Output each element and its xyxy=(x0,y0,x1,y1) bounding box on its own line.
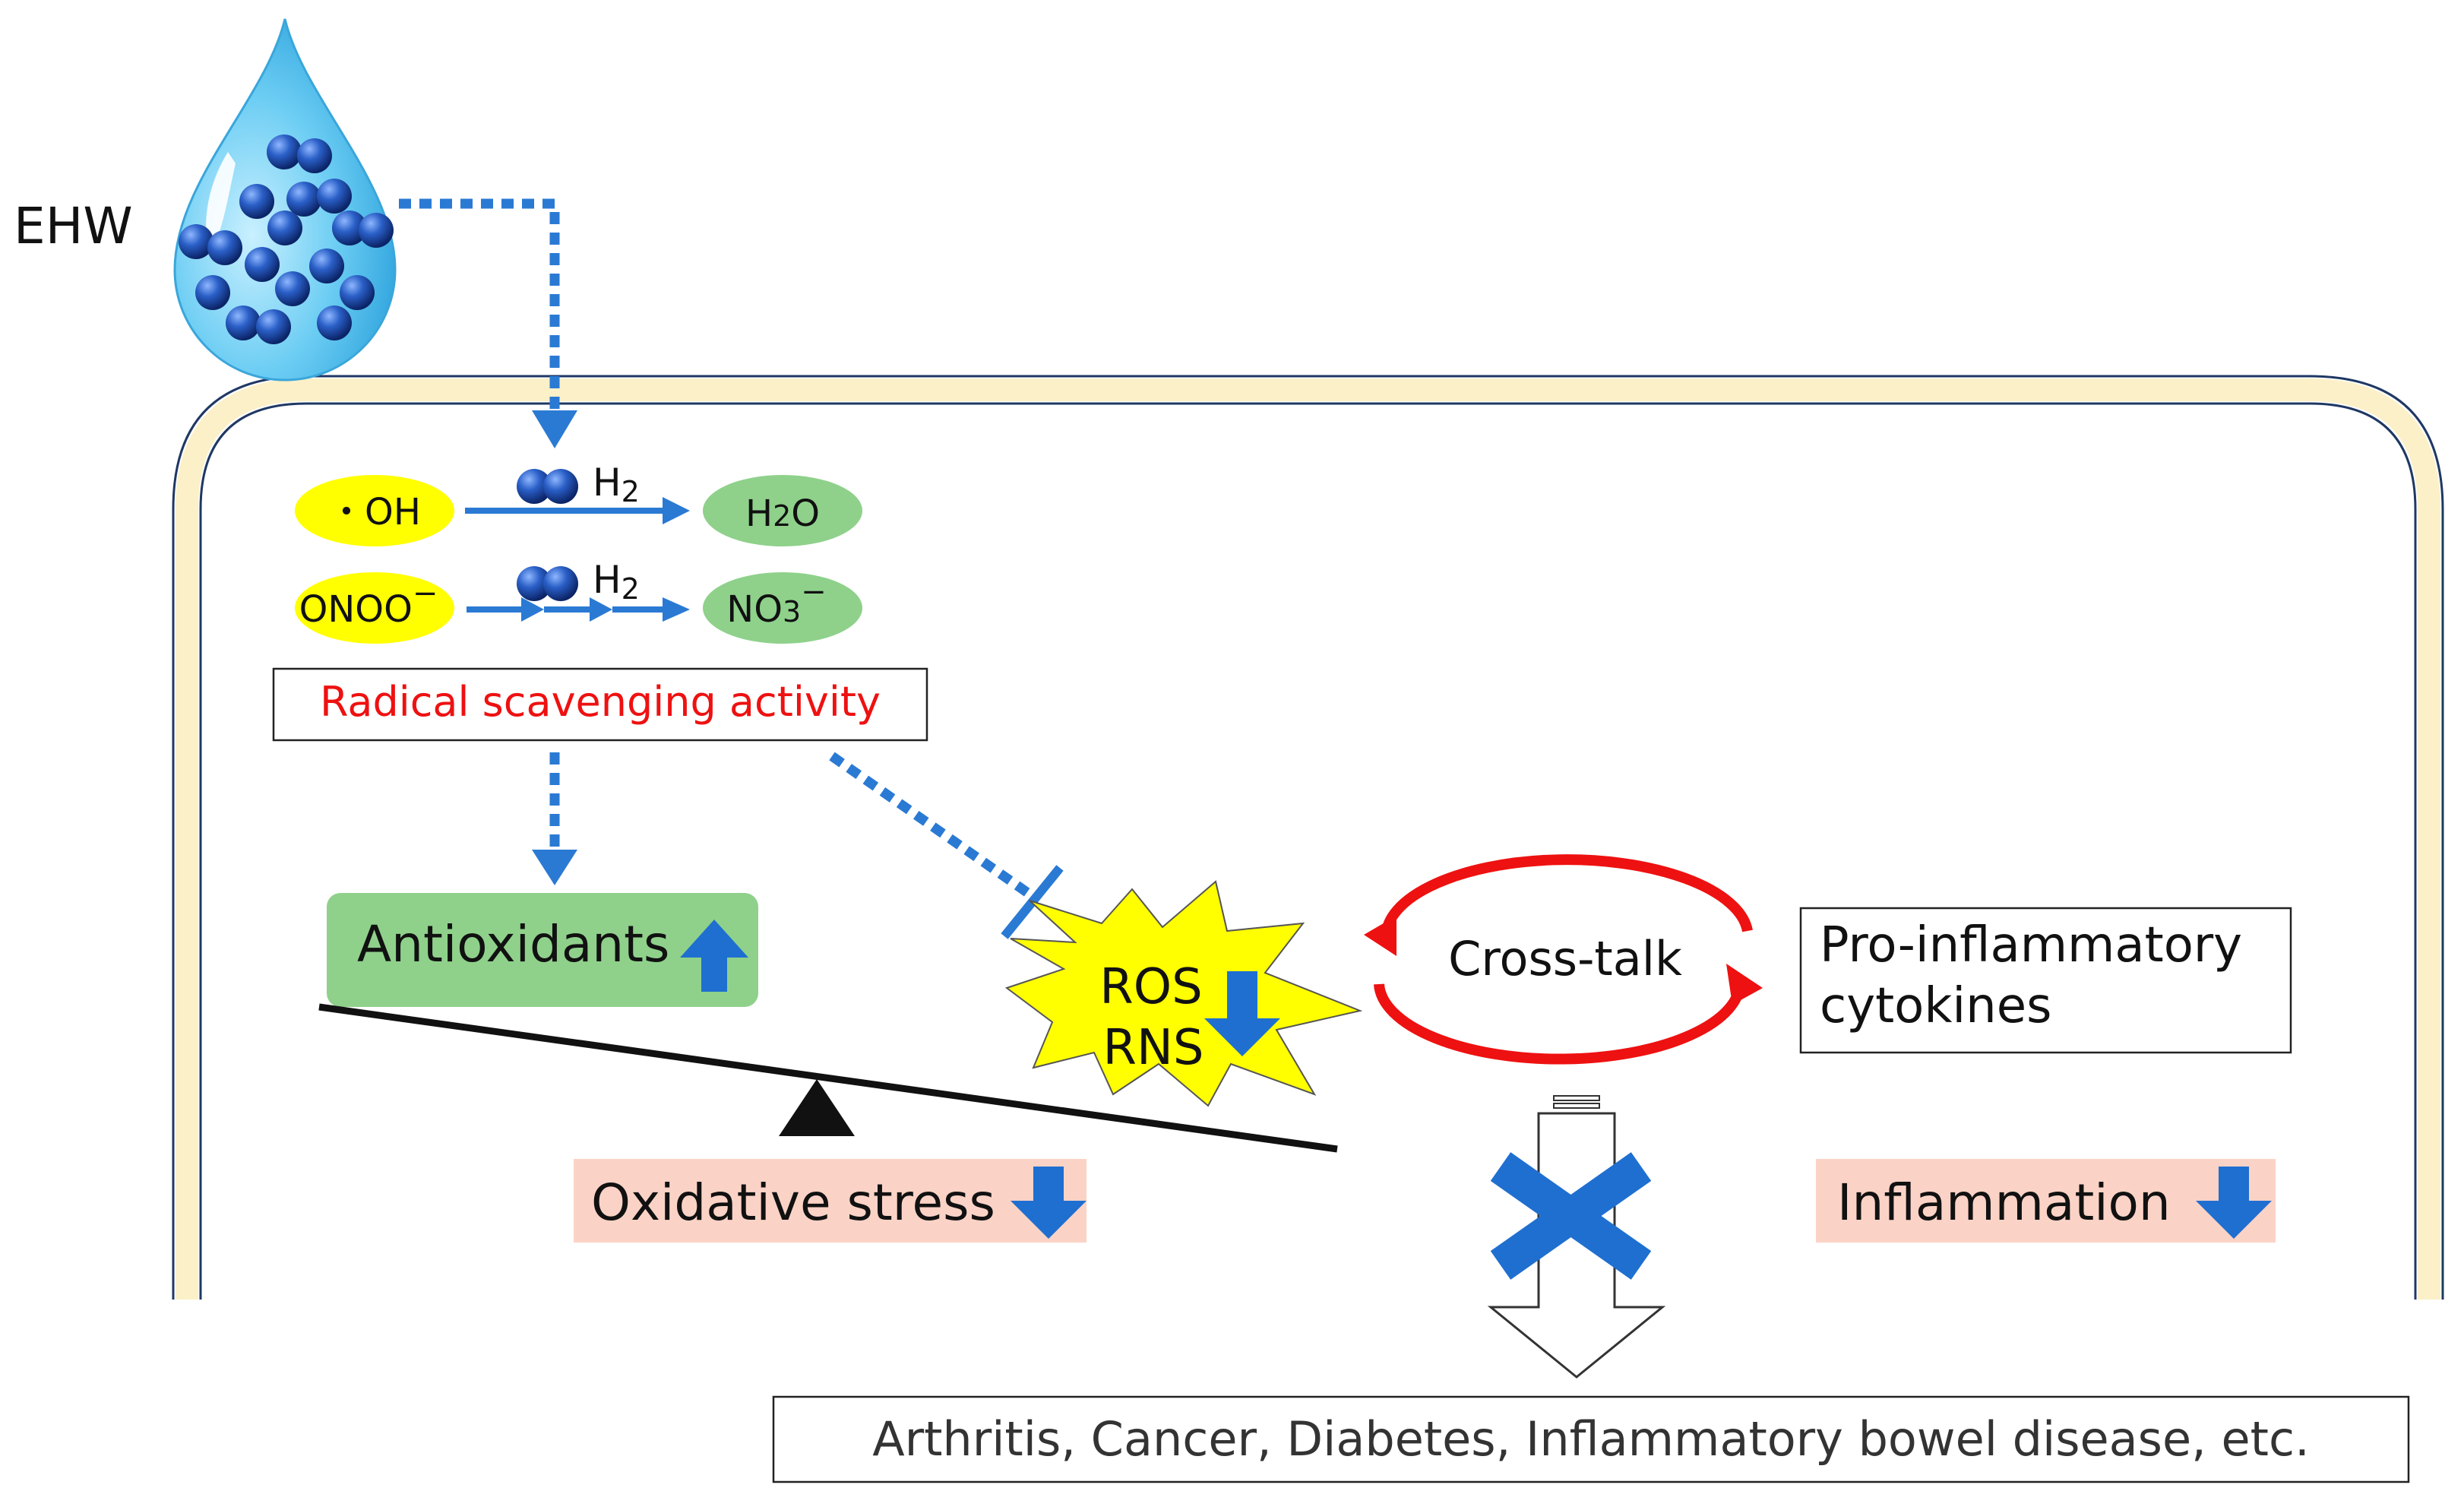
inflammation-box: Inflammation xyxy=(1816,1159,2276,1243)
increase-arrow-icon xyxy=(680,920,748,992)
peroxynitrite-oval xyxy=(295,572,454,644)
cross-talk-label: Cross-talk xyxy=(1448,931,1682,986)
scavenging-inhibits-ros xyxy=(829,752,1064,939)
oxidative-stress-label: Oxidative stress xyxy=(591,1173,995,1232)
scavenging-to-antioxidants-arrow xyxy=(532,752,577,885)
cytokines-line1: Pro-inflammatory xyxy=(1820,917,2242,974)
diseases-box: Arthritis, Cancer, Diabetes, Inflammator… xyxy=(772,1395,2410,1483)
oxidative-stress-box: Oxidative stress xyxy=(574,1159,1087,1243)
cytokines-line2: cytokines xyxy=(1820,978,2051,1034)
cross-talk-cycle: Cross-talk xyxy=(1364,854,1763,1065)
cell-membrane xyxy=(172,375,2444,1300)
radical-scavenging-box: Radical scavenging activity xyxy=(272,667,928,742)
cytokines-box: Pro-inflammatory cytokines xyxy=(1799,907,2292,1054)
peroxynitrite-label: ONOO− xyxy=(299,576,438,631)
antioxidants-label: Antioxidants xyxy=(357,915,669,974)
decrease-arrow-icon xyxy=(1204,971,1280,1056)
reaction-peroxynitrite: ONOO− H2 NO3− xyxy=(295,558,862,644)
ehw-label: EHW xyxy=(14,197,133,255)
radical-scavenging-label: Radical scavenging activity xyxy=(320,678,881,726)
decrease-arrow-icon xyxy=(2196,1167,2272,1239)
decrease-arrow-icon xyxy=(1011,1167,1087,1239)
rns-label: RNS xyxy=(1103,1020,1204,1076)
stepwise-arrow xyxy=(467,597,690,622)
fulcrum-icon xyxy=(779,1079,855,1136)
ros-label: ROS xyxy=(1099,959,1202,1015)
reaction-hydroxyl: ・OH H2 H2O xyxy=(295,461,862,546)
hydrogen-pair-icon xyxy=(517,566,578,601)
catalyst-h2-label: H2 xyxy=(593,461,640,508)
hydroxyl-label: ・OH xyxy=(328,491,421,533)
balance-seesaw xyxy=(318,1003,1338,1153)
hydroxyl-oval xyxy=(295,475,454,546)
nitrate-oval xyxy=(703,572,862,644)
water-label: H2O xyxy=(745,492,820,535)
ehw-water-drop xyxy=(173,18,397,381)
blocked-disease-arrow xyxy=(1487,1095,1666,1379)
diseases-label: Arthritis, Cancer, Diabetes, Inflammator… xyxy=(872,1411,2310,1467)
hydrogen-pair-icon xyxy=(517,469,578,504)
catalyst-h2-label: H2 xyxy=(593,558,640,606)
ehw-entry-arrow xyxy=(399,198,577,448)
antioxidants-box: Antioxidants xyxy=(327,893,758,1007)
inflammation-label: Inflammation xyxy=(1837,1173,2171,1232)
blocked-cross-icon xyxy=(1490,1152,1652,1280)
nitrate-label: NO3− xyxy=(726,575,826,631)
water-oval xyxy=(703,475,862,546)
ros-rns-burst: ROS RNS xyxy=(1004,880,1363,1107)
